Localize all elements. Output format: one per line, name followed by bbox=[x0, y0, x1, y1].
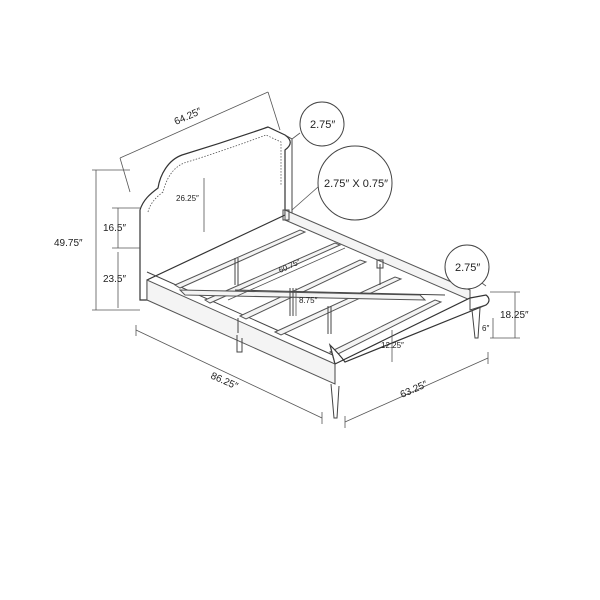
support-leg-height-label: 8.75″ bbox=[299, 296, 318, 305]
slat-length-label: 60.75″ bbox=[277, 257, 302, 275]
footboard-thickness-text: 2.75″ bbox=[455, 262, 480, 274]
leg-height-label: 6″ bbox=[482, 324, 489, 333]
slat-size-text: 2.75″ X 0.75″ bbox=[324, 178, 388, 190]
headboard-thickness-text: 2.75″ bbox=[310, 119, 335, 131]
dimension-lines bbox=[92, 91, 520, 428]
slats bbox=[173, 209, 446, 356]
footboard-height-label: 18.25″ bbox=[500, 310, 529, 321]
slat-size-callout bbox=[317, 145, 393, 221]
headboard-panel-height-label: 16.5″ bbox=[103, 223, 126, 234]
overall-width-label: 63.25″ bbox=[399, 379, 430, 401]
footboard-thickness-callout bbox=[444, 244, 490, 290]
legs bbox=[236, 307, 481, 419]
headboard-thickness-callout bbox=[299, 101, 345, 147]
side-rail-height-label: 12.25″ bbox=[381, 341, 404, 350]
overall-height-label: 49.75″ bbox=[54, 238, 83, 249]
headboard-width-label: 64.25″ bbox=[173, 106, 204, 128]
footboard bbox=[328, 294, 490, 384]
headboard-inner-height-label: 26.25″ bbox=[176, 194, 199, 203]
headboard-bottom-height-label: 23.5″ bbox=[103, 274, 126, 285]
overall-length-label: 86.25″ bbox=[209, 371, 240, 393]
